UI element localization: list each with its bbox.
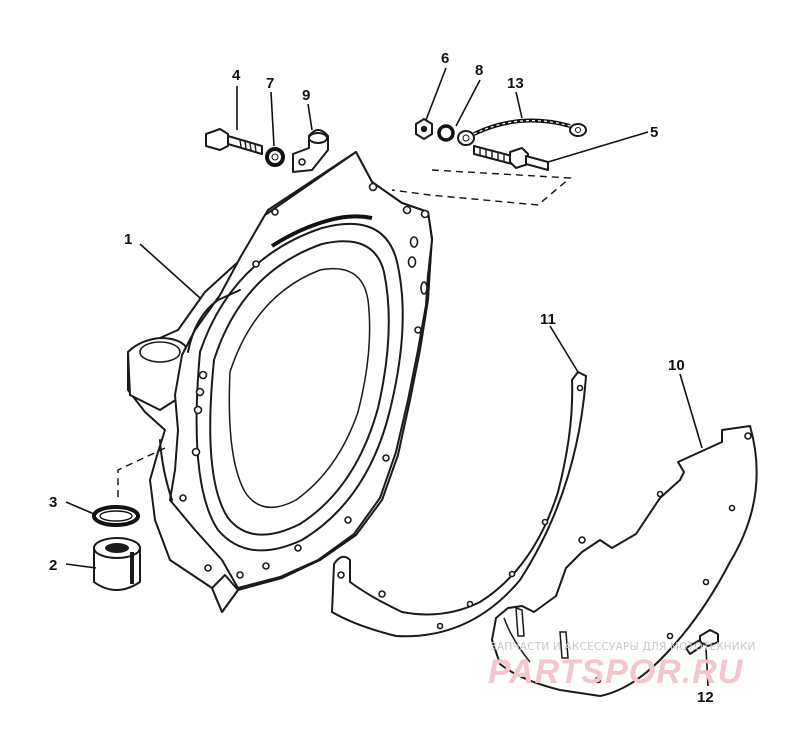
stud [473,145,549,171]
flywheel-housing [127,151,433,613]
watermark-logo: PARTSPOR.RU [488,653,744,691]
screw [685,629,719,655]
o-ring [92,505,140,527]
callout-2: 2 [49,557,57,574]
leader-lines [65,67,709,687]
bushing [93,537,141,591]
callout-12: 12 [697,689,714,706]
callout-3: 3 [49,494,57,511]
callout-8: 8 [475,62,483,79]
callout-5: 5 [650,124,658,141]
callout-4: 4 [232,67,241,84]
callout-13: 13 [507,75,524,92]
callout-numbers: 1 2 3 4 5 6 7 8 9 10 11 12 13 [49,50,714,706]
callout-1: 1 [124,231,132,248]
alignment-line-stud [391,169,572,206]
callout-9: 9 [302,87,310,104]
cover-plate [491,425,758,697]
callout-7: 7 [266,75,274,92]
bolt [205,128,263,155]
lock-washer [265,147,285,167]
callout-11: 11 [540,311,556,328]
clamp [292,129,329,173]
watermark: ЗАПЧАСТИ И АКСЕССУАРЫ ДЛЯ МОТОТЕХНИКИ PA… [488,641,756,691]
gasket-seal [331,371,587,638]
flat-washer [437,124,455,142]
callout-10: 10 [668,357,685,374]
flange-bolt-holes [179,182,430,579]
watermark-tagline: ЗАПЧАСТИ И АКСЕССУАРЫ ДЛЯ МОТОТЕХНИКИ [490,641,756,653]
hex-nut [415,118,433,140]
alignment-line-seal [117,447,166,500]
callout-6: 6 [441,50,449,67]
ground-strap [457,118,587,146]
